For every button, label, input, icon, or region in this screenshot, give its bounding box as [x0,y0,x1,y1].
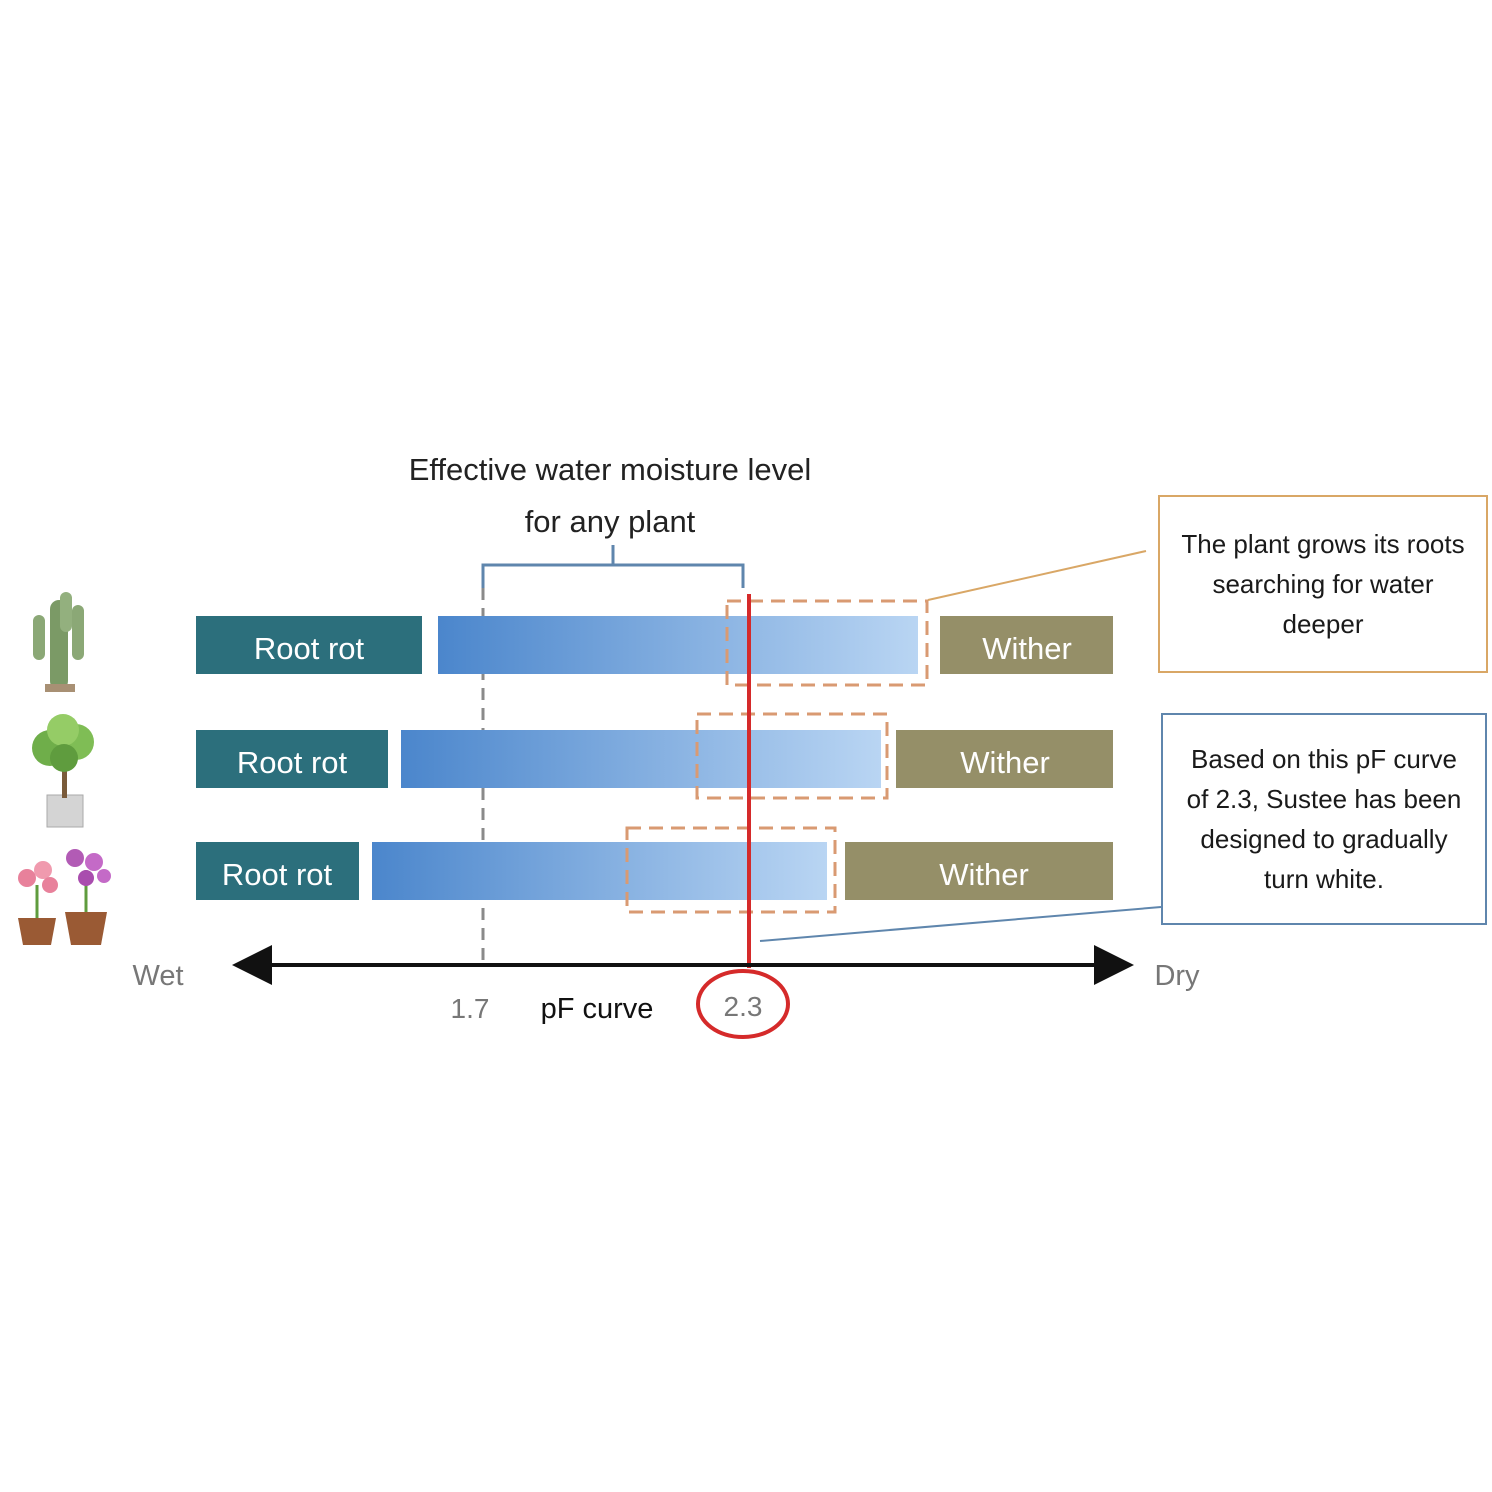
root-rot-label: Root rot [222,857,333,892]
wither-label: Wither [960,745,1050,780]
root-rot-label: Root rot [254,631,365,666]
root-rot-bar [196,730,388,788]
axis-dry-label: Dry [1154,960,1200,992]
wither-bar [896,730,1113,788]
wither-label: Wither [939,857,1029,892]
flower-pots-icon [18,849,111,945]
axis-title: pF curve [541,993,654,1025]
axis-wet-label: Wet [132,960,183,992]
roots-callout: The plant grows its roots searching for … [1158,495,1488,673]
row-cactus: Root rot Wither [33,592,1113,692]
sustee-callout-connector [759,906,1162,942]
wither-bar [845,842,1113,900]
row-flower-pots: Root rot Wither [18,826,1113,945]
tick-high-label: 2.3 [724,991,763,1022]
effective-band [372,842,827,900]
roots-callout-text: The plant grows its roots searching for … [1181,529,1465,639]
row-potted-tree: Root rot Wither [32,712,1113,828]
dashed-zone [695,712,889,800]
root-rot-bar [196,616,422,674]
effective-band [438,616,918,674]
wither-bar [940,616,1113,674]
headline-line-2: for any plant [524,504,696,539]
sustee-callout-text: Based on this pF curve of 2.3, Sustee ha… [1186,744,1462,894]
root-rot-label: Root rot [237,745,348,780]
potted-tree-icon [32,714,94,828]
effective-band [401,730,881,788]
dashed-zone [625,826,837,914]
dashed-zone [725,599,929,687]
headline-line-1: Effective water moisture level [408,452,812,487]
sustee-callout: Based on this pF curve of 2.3, Sustee ha… [1161,713,1487,925]
tick-low-label: 1.7 [451,993,490,1024]
roots-callout-connector [927,550,1147,601]
effective-range-bracket [481,545,745,588]
wither-label: Wither [982,631,1072,666]
root-rot-bar [196,842,359,900]
effective-level-headline: Effective water moisture level for any p… [360,444,860,548]
pf-2-3-circle [696,969,790,1039]
cactus-icon [33,592,84,692]
